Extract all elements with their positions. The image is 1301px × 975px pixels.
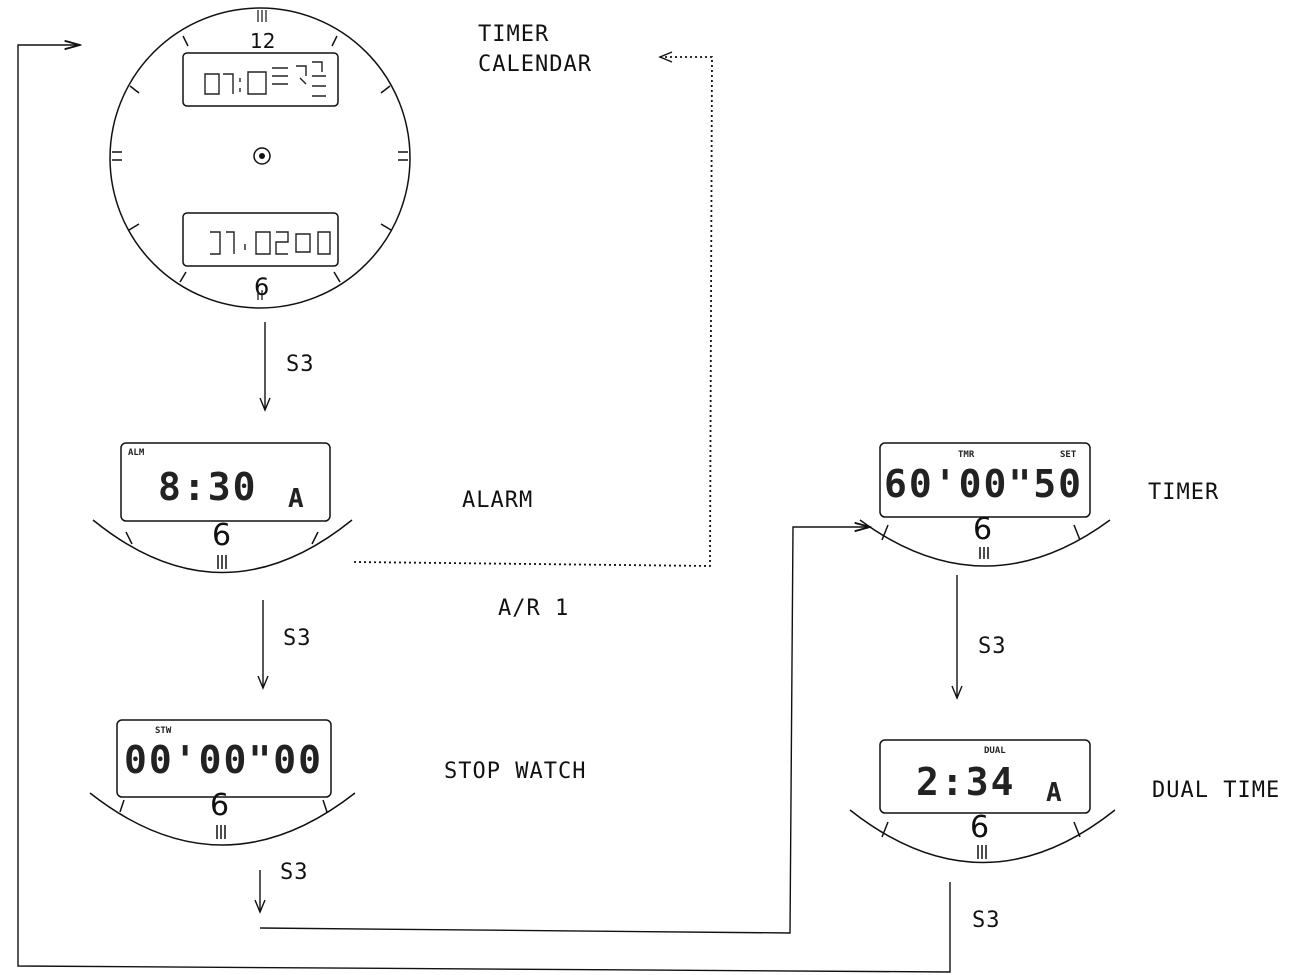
timer-label: TIMER	[1148, 480, 1220, 505]
stopwatch-display: 00'00"00	[124, 738, 324, 782]
numeral-6-dual-time: 6	[970, 810, 990, 845]
numeral-6-stopwatch: 6	[210, 788, 230, 823]
center-pin	[253, 147, 271, 165]
s3-label-2: S3	[283, 626, 312, 651]
stopwatch-indicator: STW	[155, 726, 172, 736]
timer-calendar-label: TIMER CALENDAR	[478, 20, 592, 80]
lower-lcd-window	[182, 212, 339, 267]
numeral-6-timer: 6	[973, 512, 993, 547]
upper-lcd-window	[182, 52, 339, 107]
alarm-time-display: 8:30	[158, 465, 258, 509]
dual-time-ampm: A	[1046, 778, 1063, 808]
watch-face-timer	[859, 442, 1111, 567]
numeral-6-alarm: 6	[212, 518, 232, 553]
flow-lines	[17, 45, 963, 973]
alarm-return-dotted-line	[353, 56, 713, 567]
numeral-6-main: 6	[254, 273, 269, 301]
timer-set-indicator: SET	[1060, 450, 1077, 460]
dual-time-label: DUAL TIME	[1152, 778, 1281, 803]
alarm-ampm: A	[288, 484, 305, 514]
alarm-label: ALARM	[462, 488, 534, 513]
timer-indicator: TMR	[958, 450, 975, 460]
dual-time-indicator: DUAL	[984, 746, 1006, 756]
stopwatch-label: STOP WATCH	[444, 759, 587, 784]
watch-face-stopwatch	[89, 719, 356, 846]
timer-display: 60'00"50	[884, 462, 1084, 506]
hour-markers	[112, 35, 408, 283]
watch-face-main	[109, 7, 411, 309]
timer-calendar-label-line2: CALENDAR	[478, 52, 592, 77]
s3-label-1: S3	[286, 352, 315, 377]
alarm-recall-label: A/R 1	[498, 596, 570, 621]
numeral-12: 12	[250, 29, 275, 53]
timer-calendar-label-line1: TIMER	[478, 22, 550, 47]
watch-face-alarm	[92, 442, 353, 574]
s3-label-4: S3	[978, 634, 1007, 659]
alarm-indicator: ALM	[128, 448, 145, 458]
s3-label-5: S3	[972, 908, 1001, 933]
dual-time-display: 2:34	[916, 760, 1016, 804]
s3-label-3: S3	[280, 860, 309, 885]
watch-face-dual-time	[849, 739, 1116, 864]
